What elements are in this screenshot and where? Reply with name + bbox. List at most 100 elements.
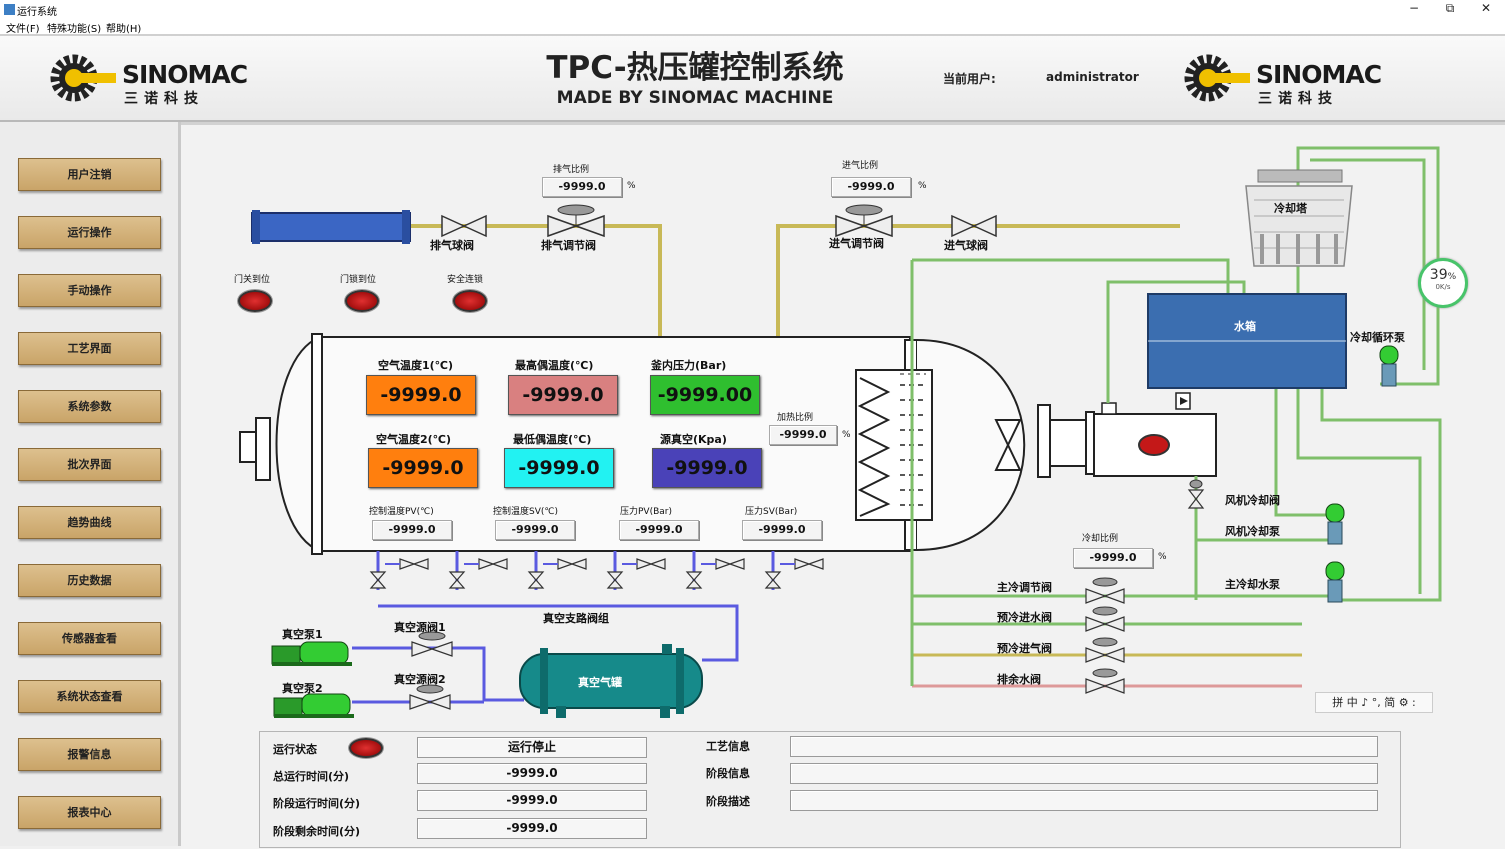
run-state-lamp [349, 738, 383, 758]
nav-user-logout[interactable]: 用户注销 [18, 158, 161, 191]
vacuum-source-valve-2-icon[interactable] [409, 684, 451, 710]
intake-reg-valve-icon[interactable] [835, 204, 893, 238]
company-logo-right: SINOMAC 三诺科技 [1180, 50, 1430, 110]
total-time-field: -9999.0 [417, 763, 647, 784]
pressure-pv-field: -9999.0 [619, 520, 699, 540]
cool-circulation-pump-icon[interactable] [1379, 345, 1399, 387]
nav-batch[interactable]: 批次界面 [18, 448, 161, 481]
minimize-button[interactable]: − [1408, 1, 1420, 15]
autoclave-vessel [239, 333, 1026, 555]
stage-info-field [790, 763, 1378, 784]
maximize-button[interactable]: ⧉ [1445, 1, 1455, 15]
menu-help[interactable]: 帮助(H) [106, 24, 142, 35]
exhaust-ball-valve-label: 排气球阀 [430, 239, 474, 252]
main-cooling-reg-valve-icon[interactable] [1085, 577, 1125, 604]
nav-alarms[interactable]: 报警信息 [18, 738, 161, 771]
pressure-pv-label: 压力PV(Bar) [620, 507, 672, 517]
max-couple-display: -9999.0 [508, 375, 618, 415]
vacuum-tank-label: 真空气罐 [578, 676, 622, 689]
precool-water-valve-icon[interactable] [1085, 606, 1125, 632]
logo-subtitle: 三诺科技 [1258, 91, 1338, 107]
precool-air-label: 预冷进气阀 [997, 642, 1052, 655]
exhaust-ratio-field[interactable]: -9999.0 [542, 177, 622, 197]
ctrl-temp-sv-label: 控制温度SV(℃) [493, 507, 558, 517]
drain-valve-icon[interactable] [1085, 668, 1125, 694]
pressure-sv-label: 压力SV(Bar) [745, 507, 798, 517]
vacuum-valve1-label: 真空源阀1 [394, 621, 446, 634]
current-user-value: administrator [1046, 70, 1139, 84]
menu-special[interactable]: 特殊功能(S) [47, 24, 102, 35]
exhaust-ratio-label: 排气比例 [553, 165, 590, 175]
intake-reg-valve-label: 进气调节阀 [829, 237, 884, 250]
motor-lamp [1138, 434, 1170, 456]
vacuum-tank [519, 644, 703, 718]
fan-cooling-valve-icon[interactable] [1187, 479, 1205, 509]
vacuum-pump2-label: 真空泵2 [282, 682, 323, 695]
air-temp2-label: 空气温度2(℃) [376, 433, 452, 446]
exhaust-reg-valve-icon[interactable] [547, 204, 605, 238]
heat-ratio-unit: % [842, 430, 851, 440]
precool-water-label: 预冷进水阀 [997, 611, 1052, 624]
stage-remain-label: 阶段剩余时间(分) [273, 825, 361, 838]
precool-air-valve-icon[interactable] [1085, 637, 1125, 663]
stage-remain-field: -9999.0 [417, 818, 647, 839]
exhaust-ball-valve-icon[interactable] [441, 214, 487, 238]
intake-ratio-field[interactable]: -9999.0 [831, 177, 911, 197]
main-cooling-pump-icon[interactable] [1325, 561, 1345, 603]
process-info-label: 工艺信息 [706, 740, 750, 753]
system-title: TPC-热压罐控制系统 [546, 50, 844, 86]
network-gauge: 39% 0K/s [1418, 258, 1468, 308]
cool-ratio-unit: % [1158, 552, 1167, 562]
pressure-sv-field[interactable]: -9999.0 [742, 520, 822, 540]
heat-ratio-field[interactable]: -9999.0 [769, 425, 837, 445]
nav-run-operation[interactable]: 运行操作 [18, 216, 161, 249]
nav-system-status[interactable]: 系统状态查看 [18, 680, 161, 713]
cool-circ-pump-label: 冷却循环泵 [1350, 331, 1405, 344]
nav-history[interactable]: 历史数据 [18, 564, 161, 597]
exhaust-ratio-unit: % [627, 181, 636, 191]
vacuum-source-valve-1-icon[interactable] [411, 631, 453, 657]
air-temp2-display: -9999.0 [368, 448, 478, 488]
min-couple-label: 最低偶温度(℃) [513, 433, 592, 446]
door-closed-lamp [238, 290, 272, 312]
vacuum-valve2-label: 真空源阀2 [394, 673, 446, 686]
cooling-tower-label: 冷却塔 [1274, 202, 1307, 215]
pressure-label: 釜内压力(Bar) [651, 359, 727, 372]
intake-ball-valve-icon[interactable] [951, 214, 997, 238]
nav-sensors[interactable]: 传感器查看 [18, 622, 161, 655]
drain-valve-label: 排余水阀 [997, 673, 1041, 686]
air-temp1-display: -9999.0 [366, 375, 476, 415]
nav-manual-operation[interactable]: 手动操作 [18, 274, 161, 307]
run-state-label: 运行状态 [273, 743, 317, 756]
stage-time-field: -9999.0 [417, 790, 647, 811]
ctrl-temp-sv-field[interactable]: -9999.0 [495, 520, 575, 540]
vacuum-branch-valves[interactable] [369, 558, 824, 589]
system-subtitle: MADE BY SINOMAC MACHINE [556, 88, 834, 108]
ctrl-temp-pv-field: -9999.0 [372, 520, 452, 540]
vacuum-branch-label: 真空支路阀组 [543, 612, 609, 625]
exhaust-pipe [410, 224, 1180, 340]
muffler [251, 212, 411, 242]
total-time-label: 总运行时间(分) [273, 770, 350, 783]
stage-desc-label: 阶段描述 [706, 795, 750, 808]
current-user-label: 当前用户: [943, 72, 996, 86]
nav-system-params[interactable]: 系统参数 [18, 390, 161, 423]
vacuum-src-display: -9999.0 [652, 448, 762, 488]
fan-cool-valve-label: 风机冷却阀 [1225, 494, 1280, 507]
vacuum-pump-1-icon[interactable] [271, 641, 352, 666]
ime-toolbar[interactable]: 拼 中 ♪ °, 简 ⚙ : [1315, 692, 1433, 713]
nav-reports[interactable]: 报表中心 [18, 796, 161, 829]
logo-wordmark: SINOMAC [1256, 60, 1382, 89]
heat-ratio-label: 加热比例 [777, 413, 814, 423]
vacuum-pump1-label: 真空泵1 [282, 628, 323, 641]
vacuum-pump-2-icon[interactable] [273, 693, 354, 718]
nav-process[interactable]: 工艺界面 [18, 332, 161, 365]
menu-bar: 文件(F) 特殊功能(S) 帮助(H) [0, 18, 1505, 35]
menu-file[interactable]: 文件(F) [6, 24, 40, 35]
app-header: SINOMAC 三诺科技 TPC-热压罐控制系统 MADE BY SINOMAC… [0, 34, 1505, 123]
nav-trend[interactable]: 趋势曲线 [18, 506, 161, 539]
fan-motor [994, 392, 1217, 478]
cool-ratio-field[interactable]: -9999.0 [1073, 548, 1153, 568]
close-button[interactable]: ✕ [1480, 1, 1492, 15]
fan-cooling-pump-icon[interactable] [1325, 503, 1345, 545]
